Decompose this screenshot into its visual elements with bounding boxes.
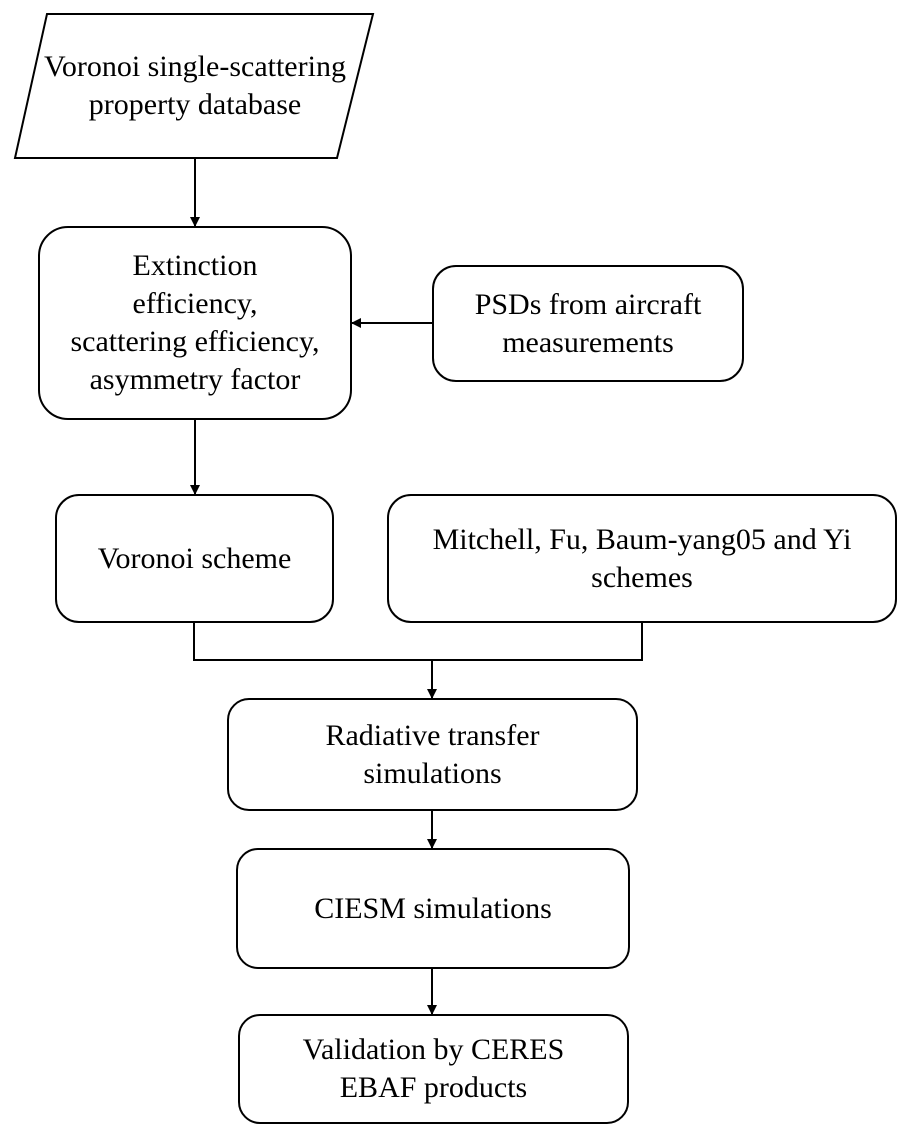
database-parallelogram [13,13,375,159]
ciesm-node: CIESM simulations [236,848,630,969]
radiative-transfer-label-line-2: simulations [363,756,502,790]
other-schemes-node: Mitchell, Fu, Baum-yang05 and Yi schemes [387,494,897,623]
optical-properties-label-line-4: asymmetry factor [89,363,301,396]
database-label-line-3: property database [88,88,302,121]
optical-properties-label-line-2: efficiency, [132,287,258,320]
psds-node: PSDs from aircraft measurements [432,265,744,382]
validation-label-line-1: Validation by CERES [302,1033,565,1066]
optical-properties-label-line-3: scattering efficiency, [70,325,320,358]
voronoi-scheme-label: Voronoi scheme [97,541,292,575]
radiative-transfer-label-line-1: Radiative transfer [325,718,540,752]
connector-schemes-merge [193,623,643,661]
database-node: Voronoi single-scattering property datab… [40,14,350,158]
other-schemes-label-line-2: schemes [591,560,693,594]
ciesm-label: CIESM simulations [314,891,552,925]
database-label-line-2: single-scattering [147,50,346,83]
validation-node: Validation by CERES EBAF products [238,1014,629,1124]
optical-properties-label-line-1: Extinction [132,249,258,282]
database-label-line-1: Voronoi [44,50,141,83]
psds-label-line-1: PSDs from aircraft [474,287,702,321]
radiative-transfer-node: Radiative transfer simulations [227,698,638,811]
voronoi-scheme-node: Voronoi scheme [55,494,334,623]
other-schemes-label-line-1: Mitchell, Fu, Baum-yang05 and Yi [432,522,852,556]
validation-label-line-2: EBAF products [339,1071,528,1104]
psds-label-line-2: measurements [502,325,674,359]
optical-properties-node: Extinction efficiency, scattering effici… [38,226,352,420]
